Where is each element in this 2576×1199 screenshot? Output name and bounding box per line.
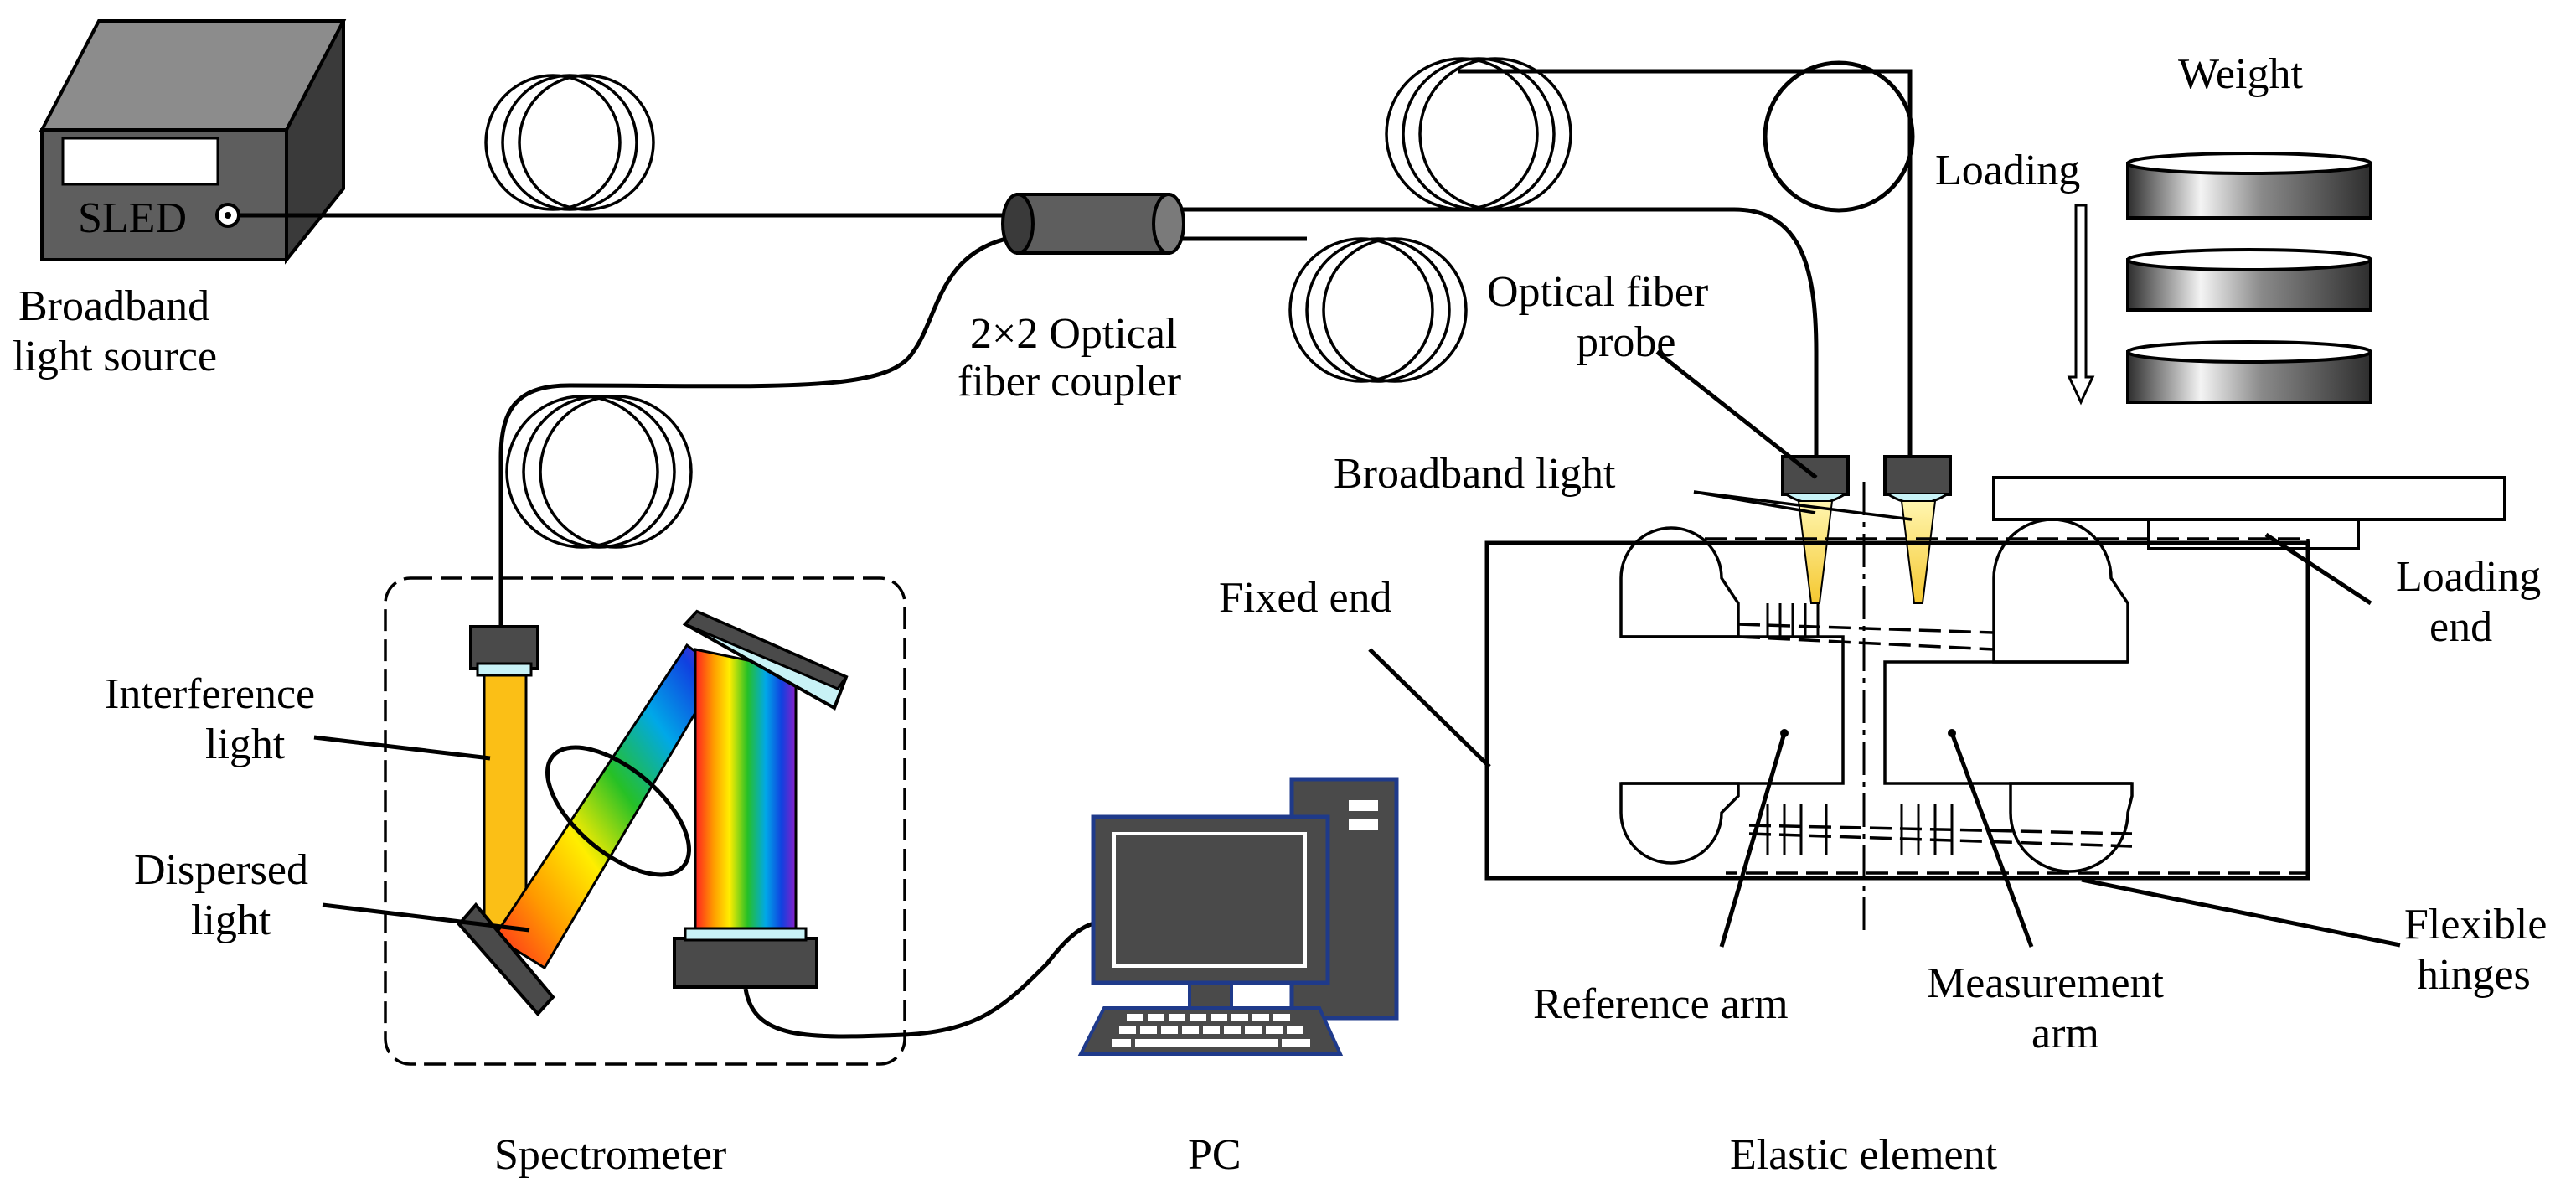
coupler-label-line1: 2×2 Optical [970,310,1177,358]
fiber-coil-1 [484,74,655,211]
grating-output-beam [694,648,798,932]
fixed-end-label: Fixed end [1219,574,1392,622]
probe-label-line2: probe [1577,318,1675,366]
spectrometer-enclosure [384,576,906,1066]
sled-label: SLED [78,194,187,242]
loading-arrow-icon [2067,204,2095,406]
weight-stack [2126,152,2372,404]
pc-cable [743,919,1107,1039]
weight-label: Weight [2178,50,2303,98]
broadband-light-source [39,19,347,265]
dispersed-label-line1: Dispersed [134,846,308,894]
probe-label-line1: Optical fiber [1487,268,1708,316]
loading-end-label-line1: Loading [2396,553,2541,601]
broadband-light-label: Broadband light [1334,450,1616,498]
dispersed-label-line2: light [191,897,271,944]
interference-label-line2: light [205,721,286,768]
elastic-element [1484,482,2310,930]
source-label-line1: Broadband [18,282,209,330]
optical-fiber-coupler [1001,193,1185,255]
interference-light-beam [483,674,528,938]
optical-fibers [239,69,1913,630]
elastic-element-label: Elastic element [1730,1131,1998,1179]
pc-icon [1077,777,1399,1056]
dispersed-light-beam [492,643,722,970]
source-display [61,137,219,186]
coupler-label-line2: fiber coupler [958,358,1181,406]
flexible-hinges-label-line1: Flexible [2404,901,2547,948]
interference-label-line1: Interference [105,670,315,718]
fiber-coil-2 [1288,237,1468,383]
spectrometer-label: Spectrometer [494,1131,726,1179]
detector-icon [673,937,818,989]
optical-fiber-probes [1781,455,1952,604]
lens-icon [545,745,691,877]
fiber-coil-3 [1385,57,1915,213]
reference-arm-label: Reference arm [1533,980,1789,1028]
fiber-coil-4 [505,395,693,549]
spectrometer-optics [457,609,849,1017]
measurement-arm-label-line2: arm [2031,1010,2099,1057]
flexible-hinges-label-line2: hinges [2417,951,2531,999]
probe-beam-left [1797,500,1834,604]
measurement-arm-label-line1: Measurement [1927,959,2165,1007]
source-label-line2: light source [13,333,217,380]
grating-icon [457,902,555,1017]
loading-label: Loading [1935,147,2080,194]
probe-beam-right [1900,500,1937,604]
pc-label: PC [1188,1131,1242,1179]
loading-end-label-line2: end [2429,603,2492,651]
